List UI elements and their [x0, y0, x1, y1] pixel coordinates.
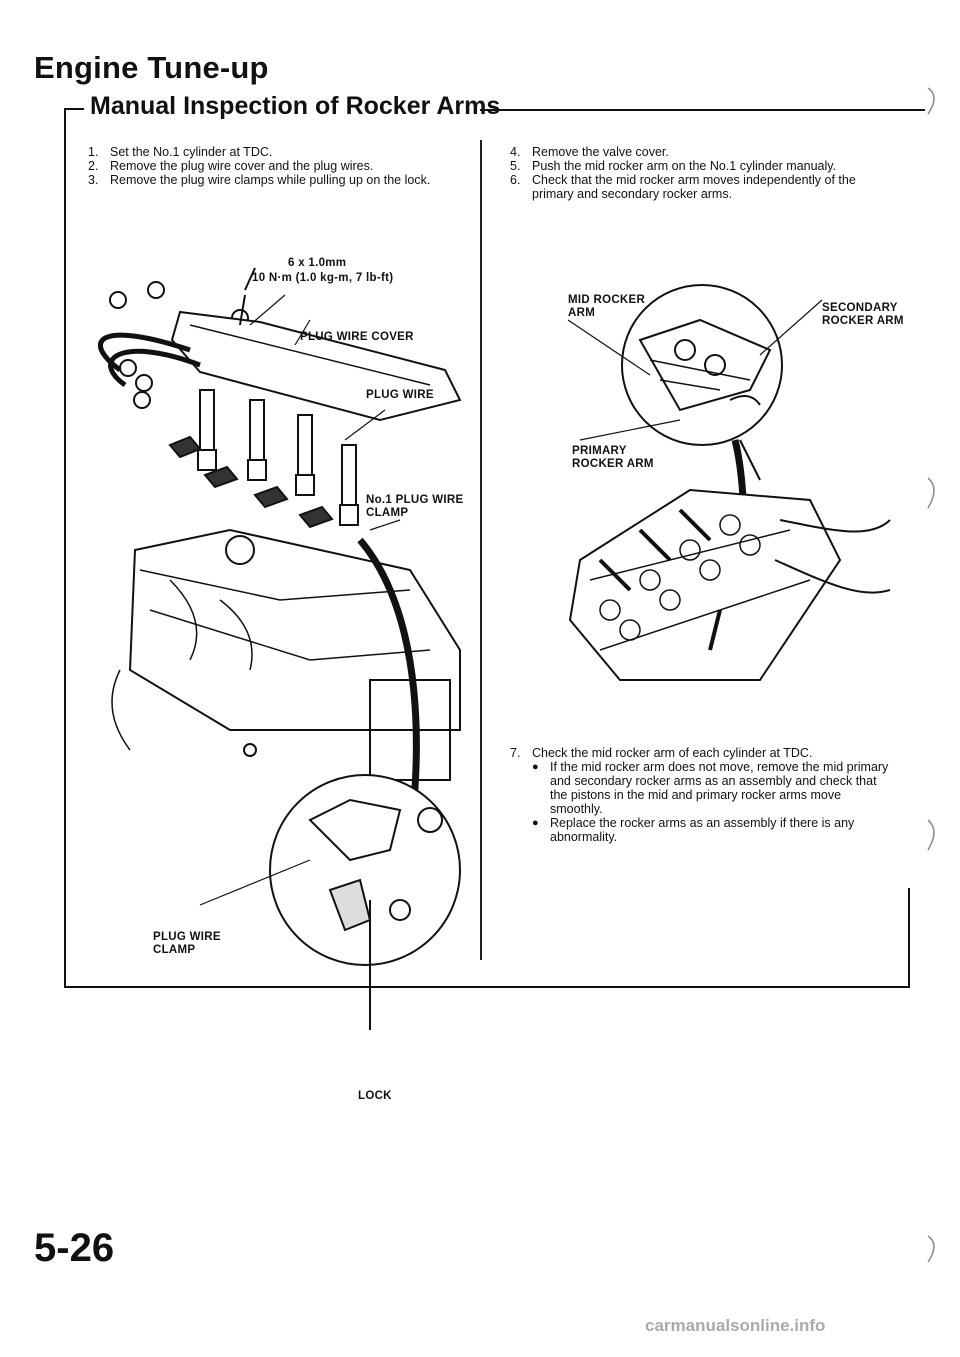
label-mid-rocker-l2: ARM	[568, 307, 596, 319]
label-plug-wire-cover: PLUG WIRE COVER	[300, 331, 414, 343]
label-plug-wire: PLUG WIRE	[366, 389, 434, 401]
step-6: 6.Check that the mid rocker arm moves in…	[510, 173, 856, 201]
label-clamp-l2: CLAMP	[153, 944, 196, 956]
label-primary-l1: PRIMARY	[572, 445, 627, 457]
label-no1-clamp-l2: CLAMP	[366, 507, 409, 519]
rocker-arm-illustration	[567, 284, 891, 681]
left-steps: 1.Set the No.1 cylinder at TDC. 2.Remove…	[88, 145, 468, 187]
section-rule	[480, 109, 925, 111]
column-divider	[480, 140, 482, 960]
frame-bottom	[64, 986, 910, 988]
label-clamp-l1: PLUG WIRE	[153, 931, 221, 943]
step-7-bullets: ●If the mid rocker arm does not move, re…	[510, 760, 890, 844]
label-primary-l2: ROCKER ARM	[572, 458, 654, 470]
engine-illustration	[98, 267, 462, 1030]
page-title: Engine Tune-up	[34, 50, 269, 85]
step-5: 5.Push the mid rocker arm on the No.1 cy…	[510, 159, 837, 173]
footer-watermark: carmanualsonline.info	[645, 1316, 826, 1335]
page-number: 5-26	[34, 1226, 115, 1270]
label-secondary-l2: ROCKER ARM	[822, 315, 904, 327]
frame-left	[64, 108, 66, 988]
spec-torque: 10 N·m (1.0 kg-m, 7 lb-ft)	[252, 272, 394, 284]
frame-top-left	[64, 108, 84, 110]
right-steps: 4.Remove the valve cover. 5.Push the mid…	[510, 145, 890, 201]
frame-right	[908, 888, 910, 988]
step-3: 3.Remove the plug wire clamps while pull…	[88, 173, 431, 187]
spec-bolt-size: 6 x 1.0mm	[288, 257, 347, 269]
step-1: 1.Set the No.1 cylinder at TDC.	[88, 145, 273, 159]
bullet-item: ●If the mid rocker arm does not move, re…	[532, 760, 889, 816]
section-title: Manual Inspection of Rocker Arms	[88, 92, 509, 121]
bullet-icon: ●	[532, 761, 539, 773]
label-mid-rocker-l1: MID ROCKER	[568, 294, 646, 306]
step-2: 2.Remove the plug wire cover and the plu…	[88, 159, 374, 173]
label-secondary-l1: SECONDARY	[822, 302, 898, 314]
label-no1-clamp-l1: No.1 PLUG WIRE	[366, 494, 464, 506]
bullet-icon: ●	[532, 817, 539, 829]
label-lock: LOCK	[358, 1090, 392, 1102]
bullet-item: ●Replace the rocker arms as an assembly …	[532, 816, 855, 844]
step-4: 4.Remove the valve cover.	[510, 145, 669, 159]
step-7: 7.Check the mid rocker arm of each cylin…	[510, 746, 890, 844]
